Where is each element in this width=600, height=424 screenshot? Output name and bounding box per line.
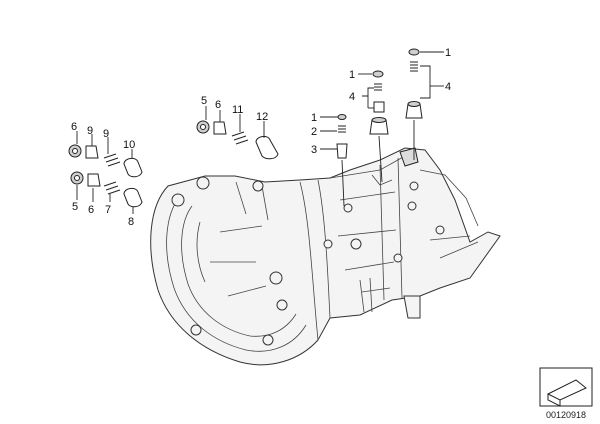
part-group-left-bottom: 5 6 7 8 <box>70 171 143 228</box>
callout-12-upper: 12 <box>256 111 268 123</box>
pin-3 <box>336 143 348 159</box>
part-group-middle: 1 4 1 2 3 <box>311 69 389 207</box>
spring-mid <box>374 83 382 91</box>
detent-mid <box>373 101 385 113</box>
plug-1-top <box>408 48 420 56</box>
callout-5-left: 5 <box>72 201 78 213</box>
spring-lower <box>338 125 346 133</box>
callout-4-mid: 4 <box>349 91 355 103</box>
callout-1-mid-upper: 1 <box>349 69 355 81</box>
callout-4-top-right: 4 <box>445 81 451 93</box>
part-group-top-right: 1 4 <box>405 47 451 160</box>
spring-11 <box>231 131 249 145</box>
callout-7-left: 7 <box>105 204 111 216</box>
plug-1-lower <box>337 114 347 120</box>
callout-11-upper: 11 <box>232 104 243 116</box>
callout-5-upper: 5 <box>201 95 207 107</box>
nut-9-left <box>85 145 99 159</box>
callout-8-left: 8 <box>128 216 134 228</box>
drawing-number: 00120918 <box>546 410 586 420</box>
transmission-housing <box>150 147 501 366</box>
callout-2-mid: 2 <box>311 126 317 138</box>
pin-8 <box>123 187 143 208</box>
plug-1-mid <box>372 70 384 78</box>
nut-6-upper <box>213 121 227 135</box>
callout-9-left-b: 9 <box>103 128 109 140</box>
drawing-corner-icon <box>539 367 593 407</box>
spring-top <box>410 61 418 72</box>
callout-3-mid: 3 <box>311 144 317 156</box>
callout-6-left-bottom: 6 <box>88 204 94 216</box>
spring-7 <box>103 181 121 195</box>
nut-6-left-bottom <box>87 173 101 187</box>
spring-9-left <box>103 153 121 167</box>
pin-12 <box>255 135 279 160</box>
callout-9-left-a: 9 <box>87 125 93 137</box>
part-group-upper: 5 6 11 12 <box>196 95 279 160</box>
callout-10-left: 10 <box>123 139 135 151</box>
pin-10 <box>123 157 143 178</box>
callout-6-left: 6 <box>71 121 77 133</box>
callout-1-top-right: 1 <box>445 47 451 59</box>
callout-1-mid-lower: 1 <box>311 112 317 124</box>
callout-6-upper: 6 <box>215 99 221 111</box>
part-group-left-top: 6 9 9 10 <box>68 121 143 178</box>
